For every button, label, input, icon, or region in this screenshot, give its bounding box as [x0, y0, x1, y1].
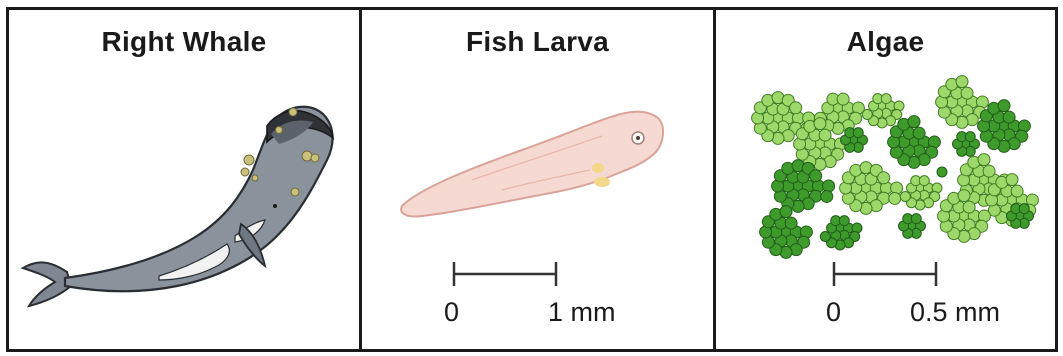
scale-bar [362, 10, 713, 349]
scale-start-label: 0 [826, 297, 841, 328]
scale-end-label: 0.5 mm [910, 297, 1000, 328]
panel-fish-larva: Fish Larva 0 1 mm [359, 7, 716, 352]
panel-right-whale: Right Whale [6, 7, 362, 352]
panel-algae: Algae 0 0.5 mm [713, 7, 1058, 352]
scale-start-label: 0 [444, 297, 459, 328]
scale-end-label: 1 mm [548, 297, 616, 328]
right-whale-illustration [9, 10, 359, 349]
scale-bar [716, 10, 1055, 349]
